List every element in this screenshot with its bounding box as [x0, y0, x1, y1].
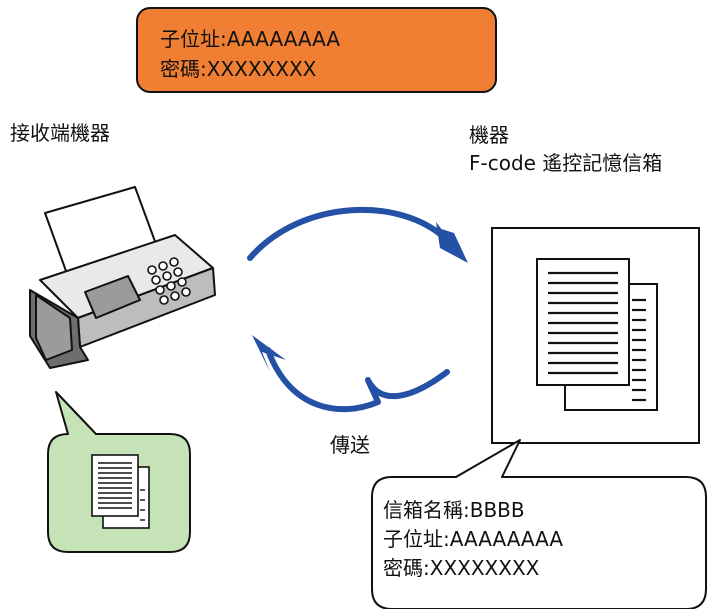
received-document-bubble: [47, 391, 191, 553]
mailbox-subaddress: 子位址:AAAAAAAA: [383, 527, 564, 551]
arrow-transmit-icon: [252, 335, 450, 413]
transmit-label: 傳送: [330, 433, 370, 457]
document-stack-icon: [91, 454, 150, 529]
receiver-label: 接收端機器: [10, 121, 110, 145]
sender-device-box: [491, 227, 700, 444]
fax-machine-icon: [29, 186, 216, 369]
request-subaddress: 子位址:AAAAAAAA: [160, 27, 341, 51]
mailbox-password: 密碼:XXXXXXXX: [383, 556, 540, 580]
mailbox-name: 信箱名稱:BBBB: [383, 498, 525, 522]
request-info-box: 子位址:AAAAAAAA 密碼:XXXXXXXX: [136, 7, 497, 93]
sender-label-line1: 機器: [469, 123, 509, 147]
arrow-request-icon: [247, 206, 468, 263]
sender-document-stack-icon: [536, 258, 658, 411]
sender-label-line2: F-code 遙控記憶信箱: [469, 151, 663, 175]
request-password: 密碼:XXXXXXXX: [160, 57, 317, 81]
